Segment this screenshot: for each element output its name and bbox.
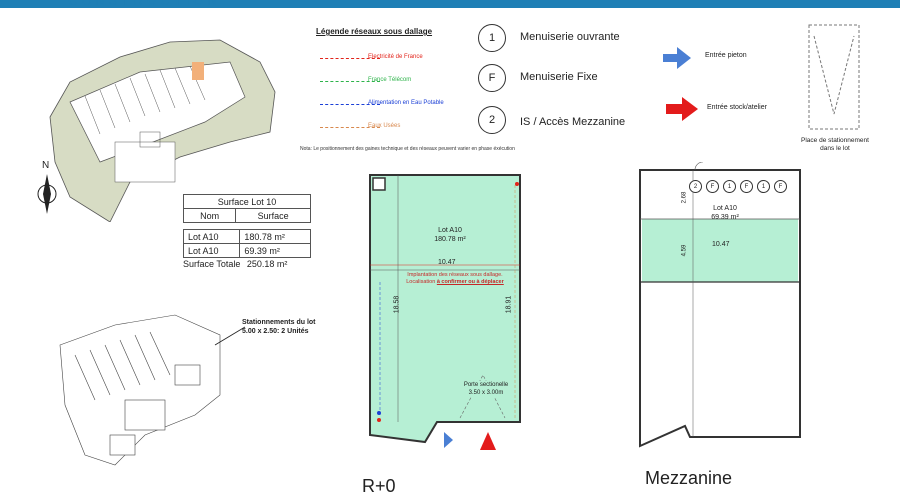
legend-item-electricity: Electricité de France (320, 50, 470, 73)
key-symbol-f: F (478, 64, 506, 92)
row-name: Lot A10 (182, 229, 241, 244)
mezz-lot-name: Lot A10 (713, 205, 737, 212)
legend-label-water: Alimentation en Eau Potable (368, 100, 444, 106)
r0-door-line1: Porte sectionelle (463, 382, 509, 388)
r0-network-note: Implantation des réseaux sous dallage. L… (395, 272, 515, 286)
stock-entry-label: Entrée stock/atelier (707, 104, 767, 111)
surface-total-value: 250.18 m² (246, 259, 288, 269)
mezz-lot-area: 69.39 m² (711, 214, 739, 221)
brand-logo: CONSTRUCTION (68, 0, 221, 8)
mezz-title: Mezzanine (645, 468, 733, 488)
parking-key-label: Place de stationnement dans le lot (790, 137, 880, 153)
r0-network-line2-prefix: Localisation (406, 279, 437, 285)
legend-label-telecom: France Télécom (368, 77, 412, 83)
mezz-dim-b: 4.59 (681, 244, 688, 257)
r0-network-line1: Implantation des réseaux sous dallage. (407, 272, 503, 278)
site-plan-top (49, 39, 276, 222)
pedestrian-entry-label: Entrée pieton (705, 52, 747, 59)
key-label-f: Menuiserie Fixe (520, 71, 598, 83)
mezz-symbol: 1 (757, 180, 770, 193)
legend-item-telecom: France Télécom (320, 73, 470, 96)
r0-right-dim: 18.91 (505, 295, 513, 314)
legend-note: Nota: Le positionnement des gaines techn… (300, 146, 515, 152)
compass-icon (37, 174, 57, 214)
surface-total-label: Surface Totale (183, 259, 241, 269)
pedestrian-arrow-icon (663, 47, 691, 69)
r0-door-line2: 3.50 x 3.00m (468, 390, 504, 396)
mezz-symbol: 1 (723, 180, 736, 193)
parking-key-label-line2: dans le lot (820, 145, 850, 152)
r0-lot-label: Lot A10 180.78 m² (405, 226, 495, 244)
mezz-symbol: F (706, 180, 719, 193)
r0-door-label: Porte sectionelle 3.50 x 3.00m (460, 381, 512, 397)
parking-space-key-icon (808, 24, 860, 130)
mezz-width-dim: 10.47 (712, 241, 730, 248)
site-plan-parking (59, 314, 246, 466)
row-surface: 69.39 m² (239, 243, 311, 258)
compass-letter: N (42, 160, 50, 171)
legend-label-electricity: Electricité de France (368, 54, 423, 60)
floor-plan-r0 (369, 174, 521, 450)
mezz-symbol: F (740, 180, 753, 193)
r0-network-line2-emph: à confirmer ou à déplacer (436, 279, 504, 285)
legend-line-telecom (320, 81, 380, 82)
mezz-symbol: 2 (689, 180, 702, 193)
mezz-dim-a: 2.68 (681, 191, 688, 204)
parking-key-label-line1: Place de stationnement (801, 137, 869, 144)
legend-list: Electricité de France France Télécom Ali… (320, 50, 470, 142)
row-name: Lot A10 (182, 243, 241, 258)
r0-lot-name: Lot A10 (438, 227, 462, 234)
parking-note-line1: Stationnements du lot (242, 319, 316, 326)
header-bar (0, 0, 900, 8)
parking-note: Stationnements du lot 5.00 x 2.50: 2 Uni… (242, 318, 316, 336)
surface-total-row: Surface Totale 250.18 m² (183, 259, 311, 269)
key-symbol-2: 2 (478, 106, 506, 134)
surface-header-surface: Surface (235, 208, 311, 223)
legend-item-wastewater: Eaux Usées (320, 119, 470, 142)
r0-lot-area: 180.78 m² (434, 236, 466, 243)
key-symbol-1: 1 (478, 24, 506, 52)
legend-line-electricity (320, 58, 380, 59)
mezz-lot-label: Lot A10 69.39 m² (695, 204, 755, 222)
surface-table-title: Surface Lot 10 (183, 194, 311, 209)
row-surface: 180.78 m² (239, 229, 311, 244)
mezz-symbol-row: 2 F 1 F 1 F (689, 180, 787, 193)
legend-label-wastewater: Eaux Usées (368, 123, 401, 129)
legend-line-water (320, 104, 380, 105)
parking-note-line2: 5.00 x 2.50: 2 Unités (242, 328, 309, 335)
key-label-1: Menuiserie ouvrante (520, 31, 620, 43)
key-label-2: IS / Accès Mezzanine (520, 116, 626, 128)
legend-line-wastewater (320, 127, 380, 128)
stock-arrow-icon (666, 97, 698, 121)
surface-header-name: Nom (182, 208, 237, 223)
legend-item-water: Alimentation en Eau Potable (320, 96, 470, 119)
floor-plan-mezzanine (639, 162, 801, 448)
r0-left-dim: 18.58 (393, 295, 401, 314)
legend-title: Légende réseaux sous dallage (316, 27, 433, 36)
r0-title: R+0 (362, 476, 396, 496)
mezz-symbol: F (774, 180, 787, 193)
r0-width-dim: 10.47 (438, 259, 456, 266)
